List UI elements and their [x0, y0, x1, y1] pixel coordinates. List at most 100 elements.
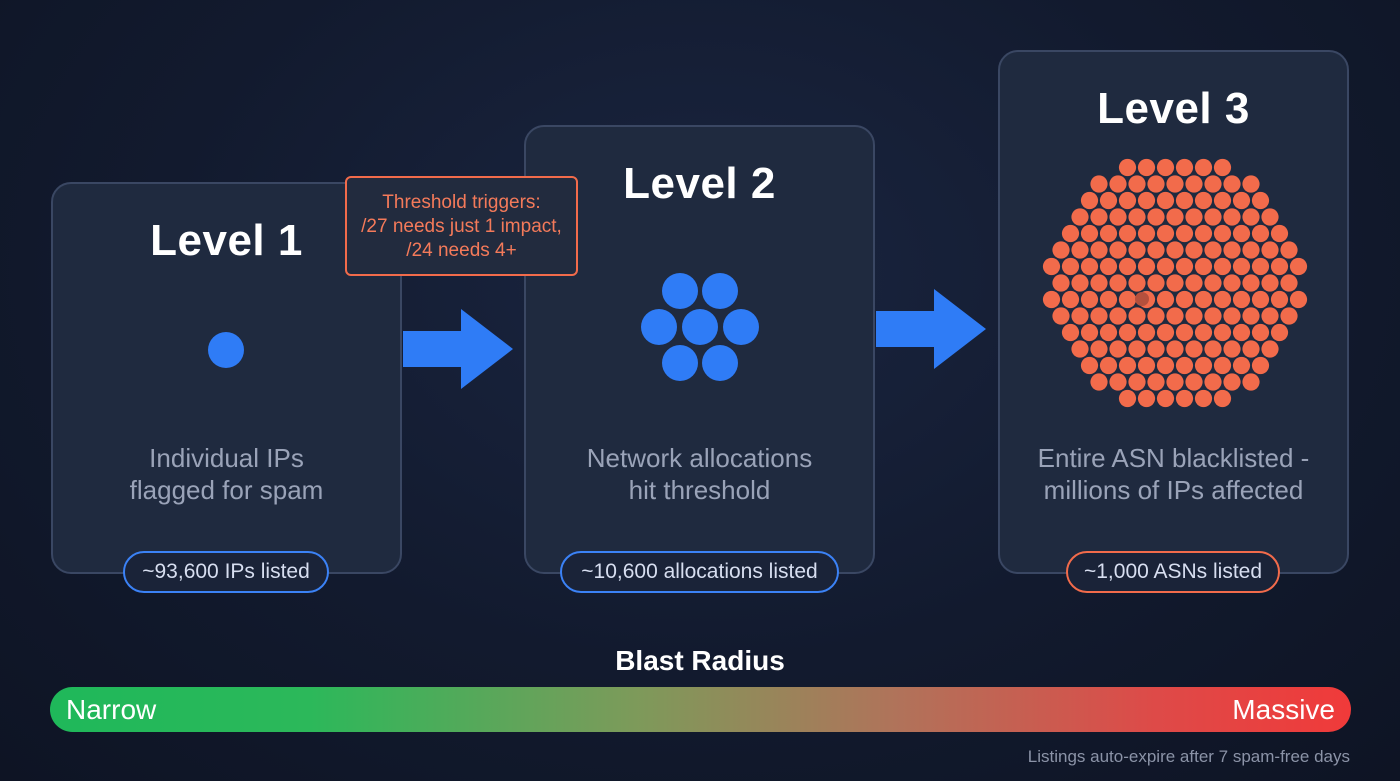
level-3-description: Entire ASN blacklisted - millions of IPs…	[1037, 443, 1310, 505]
asn-dot	[1185, 208, 1203, 226]
asn-dot	[1128, 373, 1146, 391]
asn-dot	[1080, 257, 1099, 276]
asn-dot	[1242, 208, 1260, 226]
single-ip-dot-icon	[208, 332, 244, 368]
asn-dot	[1080, 191, 1099, 210]
asn-dot	[1242, 307, 1260, 325]
asn-dot	[1204, 373, 1222, 391]
expiry-footnote: Listings auto-expire after 7 spam-free d…	[1027, 747, 1350, 766]
asn-dot	[1204, 208, 1222, 226]
asn-dot	[1166, 208, 1184, 226]
asn-dot	[1213, 323, 1232, 342]
asn-dot	[1061, 257, 1080, 276]
asn-dot	[1175, 257, 1194, 276]
asn-dot	[1166, 274, 1184, 292]
asn-dot	[1242, 175, 1260, 193]
asn-dot	[1128, 340, 1146, 358]
asn-dot	[1071, 208, 1089, 226]
asn-dot	[1099, 257, 1118, 276]
blast-radius-bar: Narrow Massive	[50, 687, 1351, 732]
asn-dot	[1261, 340, 1279, 358]
asn-dot	[1261, 307, 1279, 325]
asn-dot	[1251, 257, 1270, 276]
asn-dot	[1223, 241, 1241, 259]
asn-dot	[1109, 241, 1127, 259]
asn-dot	[1109, 208, 1127, 226]
asn-dot	[1137, 257, 1156, 276]
asn-dot	[1042, 290, 1061, 309]
asn-dot	[1156, 323, 1175, 342]
asn-dot	[1194, 389, 1213, 408]
asn-dot	[1118, 191, 1137, 210]
asn-dot	[1061, 224, 1080, 243]
asn-dot	[1213, 191, 1232, 210]
asn-dot	[1232, 356, 1251, 375]
asn-dot	[1270, 323, 1289, 342]
asn-dot	[1175, 323, 1194, 342]
asn-dot	[1071, 340, 1089, 358]
asn-dot	[1185, 241, 1203, 259]
asn-dot	[1185, 340, 1203, 358]
asn-dot	[1118, 356, 1137, 375]
asn-dot	[1147, 307, 1165, 325]
asn-dot	[1090, 175, 1108, 193]
asn-dot	[1109, 274, 1127, 292]
asn-dot	[1213, 356, 1232, 375]
asn-dot	[1223, 208, 1241, 226]
asn-dot	[1289, 290, 1308, 309]
asn-dot	[1147, 241, 1165, 259]
threshold-line-2: /27 needs just 1 impact,	[361, 216, 562, 237]
narrow-label: Narrow	[66, 694, 157, 725]
asn-dot	[1232, 257, 1251, 276]
asn-dot	[1080, 224, 1099, 243]
asn-dot	[1194, 290, 1213, 309]
asn-dot	[1194, 257, 1213, 276]
asn-dot	[1166, 175, 1184, 193]
asn-dot	[1137, 389, 1156, 408]
asn-dot	[1280, 274, 1298, 292]
asn-dot	[1090, 373, 1108, 391]
asn-dot	[1128, 175, 1146, 193]
asn-dot	[1194, 191, 1213, 210]
asn-dot	[1251, 356, 1270, 375]
asn-dot	[1137, 191, 1156, 210]
asn-dot	[1156, 290, 1175, 309]
asn-dot	[1223, 307, 1241, 325]
asn-dot	[1232, 191, 1251, 210]
level-1-count-badge: ~93,600 IPs listed	[123, 551, 329, 593]
asn-dot	[1109, 373, 1127, 391]
asn-dot	[1156, 389, 1175, 408]
level-2-count-badge: ~10,600 allocations listed	[560, 551, 839, 593]
allocation-cluster-icon	[641, 273, 759, 381]
asn-dot	[1118, 158, 1137, 177]
asn-dot	[1204, 307, 1222, 325]
asn-dot	[1270, 290, 1289, 309]
asn-center-dot	[1135, 292, 1149, 306]
asn-dot	[1109, 175, 1127, 193]
asn-dot	[1175, 356, 1194, 375]
asn-dot	[1080, 323, 1099, 342]
asn-dot	[1185, 274, 1203, 292]
asn-dot	[1270, 257, 1289, 276]
asn-dot	[1251, 224, 1270, 243]
asn-dot	[1175, 158, 1194, 177]
asn-dot	[1156, 356, 1175, 375]
asn-dot	[1080, 356, 1099, 375]
asn-dot	[1270, 224, 1289, 243]
asn-dot	[1137, 224, 1156, 243]
asn-dot	[1251, 191, 1270, 210]
asn-dot	[1042, 257, 1061, 276]
asn-dot	[1232, 224, 1251, 243]
asn-dot	[1251, 323, 1270, 342]
asn-dot	[1251, 290, 1270, 309]
asn-dot	[1156, 257, 1175, 276]
asn-dot	[1147, 208, 1165, 226]
asn-dot	[1223, 175, 1241, 193]
asn-dot	[1185, 307, 1203, 325]
level-2-title: Level 2	[623, 159, 776, 208]
asn-dot	[1223, 340, 1241, 358]
asn-dot	[1118, 224, 1137, 243]
asn-dot	[1280, 241, 1298, 259]
asn-dot	[1175, 224, 1194, 243]
level-2-description: Network allocations hit threshold	[586, 443, 813, 505]
